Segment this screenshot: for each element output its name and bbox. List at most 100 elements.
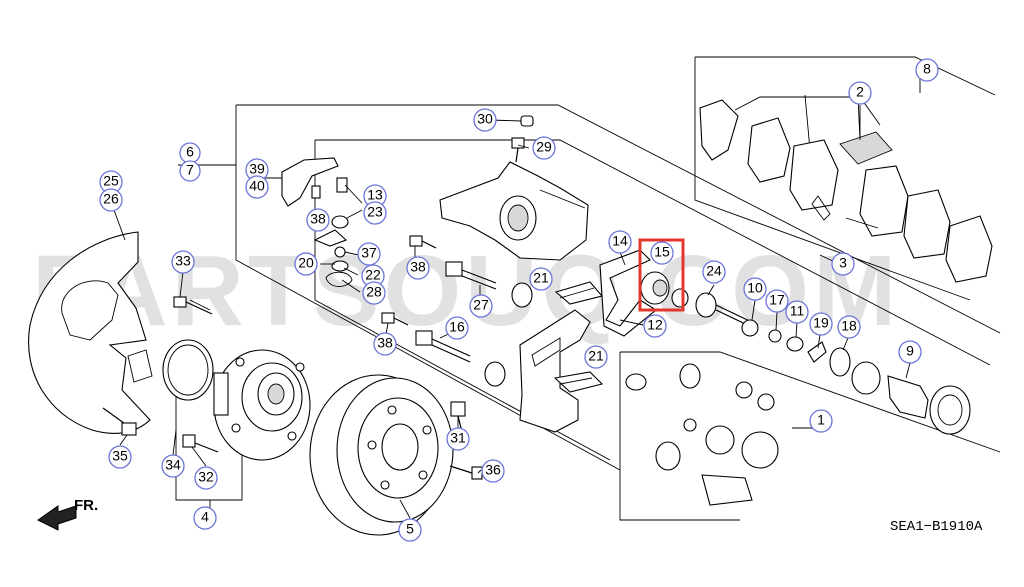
brake-pads: [699, 99, 993, 283]
svg-text:38: 38: [310, 211, 326, 227]
o-ring-34: [162, 339, 214, 401]
callout-40[interactable]: 40: [245, 175, 269, 199]
callout-15[interactable]: 15: [650, 241, 674, 265]
highlight-box: [638, 238, 685, 312]
svg-text:3: 3: [839, 255, 847, 271]
callout-34[interactable]: 34: [161, 454, 185, 478]
pad-clip-21-lower: [553, 371, 604, 393]
callout-27[interactable]: 27: [469, 294, 493, 318]
callout-8[interactable]: 8: [915, 58, 939, 82]
callout-29[interactable]: 29: [532, 136, 556, 160]
callout-38-c[interactable]: 38: [373, 332, 397, 356]
callout-38-b[interactable]: 38: [406, 256, 430, 280]
svg-text:35: 35: [112, 448, 128, 464]
callout-26[interactable]: 26: [99, 188, 123, 212]
svg-text:28: 28: [366, 284, 382, 300]
svg-text:14: 14: [612, 233, 628, 249]
svg-text:18: 18: [841, 318, 857, 334]
svg-text:40: 40: [249, 178, 265, 194]
callout-25[interactable]: 25: [99, 170, 123, 194]
callout-28[interactable]: 28: [362, 281, 386, 305]
svg-text:13: 13: [367, 187, 383, 203]
callout-11[interactable]: 11: [785, 300, 809, 324]
adjuster-parts: [311, 177, 353, 287]
callout-39[interactable]: 39: [245, 158, 269, 182]
piston-kit-9: [851, 361, 971, 435]
callout-30[interactable]: 30: [473, 108, 497, 132]
callout-1[interactable]: 1: [809, 409, 833, 433]
callout-12[interactable]: 12: [643, 314, 667, 338]
svg-text:26: 26: [103, 191, 119, 207]
callout-5[interactable]: 5: [398, 518, 422, 542]
bleeder-cap-30: [520, 115, 534, 127]
callout-4[interactable]: 4: [193, 506, 217, 530]
callout-22[interactable]: 22: [361, 264, 385, 288]
svg-text:8: 8: [923, 61, 931, 77]
svg-text:16: 16: [449, 319, 465, 335]
callout-21-lower[interactable]: 21: [584, 345, 608, 369]
seal-kit-1: [625, 363, 779, 506]
hub-bearing: [213, 349, 311, 461]
adjuster-small-parts: [741, 319, 851, 377]
svg-text:25: 25: [103, 173, 119, 189]
callout-32[interactable]: 32: [194, 466, 218, 490]
svg-text:24: 24: [706, 263, 722, 279]
caliper-bracket: [519, 309, 591, 433]
callout-33[interactable]: 33: [171, 250, 195, 274]
front-label: FR.: [74, 497, 98, 514]
callout-21-upper[interactable]: 21: [529, 267, 553, 291]
callout-13[interactable]: 13: [363, 184, 387, 208]
svg-text:15: 15: [654, 244, 670, 260]
leader-lines: [113, 105, 911, 519]
callout-10[interactable]: 10: [743, 277, 767, 301]
svg-text:32: 32: [198, 469, 214, 485]
svg-text:31: 31: [450, 430, 466, 446]
callout-3[interactable]: 3: [831, 252, 855, 276]
callout-36[interactable]: 36: [481, 459, 505, 483]
svg-text:9: 9: [906, 343, 914, 359]
callout-35[interactable]: 35: [108, 445, 132, 469]
callout-23[interactable]: 23: [363, 201, 387, 225]
callout-38-a[interactable]: 38: [306, 208, 330, 232]
guide-pin-16: [415, 330, 471, 363]
callout-18[interactable]: 18: [837, 315, 861, 339]
svg-text:38: 38: [410, 259, 426, 275]
callout-20[interactable]: 20: [294, 252, 318, 276]
caliper-body: [439, 161, 589, 261]
pad-spring-12: [599, 249, 657, 337]
svg-text:37: 37: [361, 245, 377, 261]
callout-37[interactable]: 37: [357, 242, 381, 266]
svg-text:2: 2: [856, 84, 864, 100]
svg-text:27: 27: [473, 297, 489, 313]
callout-17[interactable]: 17: [765, 289, 789, 313]
callout-7[interactable]: 7: [179, 160, 201, 182]
svg-text:1: 1: [817, 412, 825, 428]
svg-text:38: 38: [377, 335, 393, 351]
svg-text:7: 7: [186, 162, 194, 178]
svg-text:20: 20: [298, 255, 314, 271]
lever-bracket: [281, 157, 339, 207]
callout-6[interactable]: 6: [179, 142, 201, 164]
svg-text:23: 23: [367, 204, 383, 220]
callout-24[interactable]: 24: [702, 260, 726, 284]
svg-text:11: 11: [790, 303, 805, 319]
svg-text:36: 36: [485, 462, 501, 478]
svg-text:21: 21: [533, 270, 549, 286]
callout-9[interactable]: 9: [898, 340, 922, 364]
svg-text:21: 21: [588, 348, 604, 364]
svg-text:33: 33: [175, 253, 191, 269]
guide-pin-27: [445, 261, 497, 290]
callout-16[interactable]: 16: [445, 316, 469, 340]
svg-text:6: 6: [186, 144, 194, 160]
callout-31[interactable]: 31: [446, 427, 470, 451]
svg-text:39: 39: [249, 161, 265, 177]
callout-2[interactable]: 2: [848, 81, 872, 105]
svg-text:34: 34: [165, 457, 181, 473]
svg-text:29: 29: [536, 139, 552, 155]
svg-text:4: 4: [201, 509, 209, 525]
callout-14[interactable]: 14: [608, 230, 632, 254]
callout-19[interactable]: 19: [809, 312, 833, 336]
diagram-code: SEA1−B1910A: [890, 519, 983, 535]
svg-text:30: 30: [477, 111, 493, 127]
